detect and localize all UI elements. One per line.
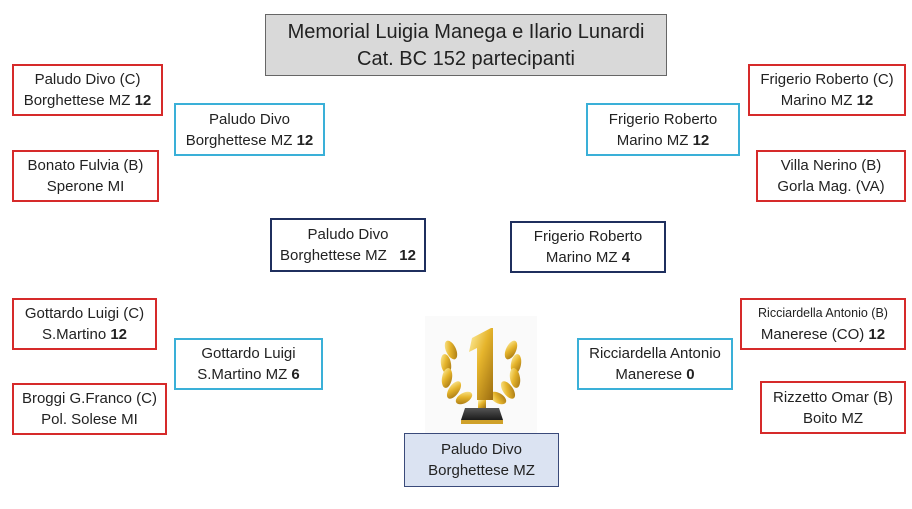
match-card-r2-right-1: Frigerio Roberto Marino MZ 12 xyxy=(586,103,740,156)
match-card-r1-right-4: Rizzetto Omar (B) Boito MZ xyxy=(760,381,906,434)
player-club: Borghettese MZ xyxy=(23,92,131,109)
winner-name: Paludo Divo xyxy=(441,441,522,458)
match-card-r2-right-2: Ricciardella Antonio Manerese 0 xyxy=(577,338,733,390)
match-card-r1-left-4: Broggi G.Franco (C) Pol. Solese MI xyxy=(12,383,167,435)
player-club: Borghettese MZ xyxy=(185,131,293,149)
player-club: Boito MZ xyxy=(802,409,863,427)
player-score: 0 xyxy=(686,366,695,383)
player-name: Paludo Divo xyxy=(307,226,389,243)
player-club-line: Manerese (CO) 12 xyxy=(742,324,904,345)
player-score: 6 xyxy=(291,366,300,383)
player-club-line: S.Martino MZ 6 xyxy=(176,364,321,385)
trophy-image xyxy=(425,316,537,434)
player-name: Frigerio Roberto xyxy=(533,228,643,245)
player-club-line: Borghettese MZ 12 xyxy=(272,245,424,266)
player-club: Manerese xyxy=(615,366,687,383)
player-name: Paludo Divo (C) xyxy=(34,71,141,88)
player-club-line: Manerese 0 xyxy=(579,364,731,385)
match-card-r1-left-1: Paludo Divo (C) Borghettese MZ 12 xyxy=(12,64,163,116)
player-club: Marino MZ xyxy=(616,131,689,149)
match-card-r1-left-3: Gottardo Luigi (C) S.Martino 12 xyxy=(12,298,157,350)
player-club-line: Marino MZ 12 xyxy=(750,90,904,111)
player-club: Borghettese MZ xyxy=(280,247,387,264)
match-card-r1-right-3: Ricciardella Antonio (B) Manerese (CO) 1… xyxy=(740,298,906,350)
player-club-line: Borghettese MZ 12 xyxy=(176,130,323,151)
player-club-line: Marino MZ 4 xyxy=(512,247,664,268)
tournament-title: Memorial Luigia Manega e Ilario Lunardi … xyxy=(265,14,667,76)
player-score: 12 xyxy=(692,131,710,149)
player-club: Gorla Mag. (VA) xyxy=(777,178,885,195)
player-score: 12 xyxy=(399,247,416,264)
winner-card: Paludo Divo Borghettese MZ xyxy=(404,433,559,487)
player-club: Manerese (CO) xyxy=(760,326,865,343)
match-card-r1-right-2: Villa Nerino (B) Gorla Mag. (VA) xyxy=(756,150,906,202)
match-card-r1-left-2: Bonato Fulvia (B) Sperone MI xyxy=(12,150,159,202)
player-club: S.Martino xyxy=(41,326,107,343)
player-club: S.Martino MZ xyxy=(197,366,288,383)
final-card-right: Frigerio Roberto Marino MZ 4 xyxy=(510,221,666,273)
player-name: Ricciardella Antonio (B) xyxy=(758,306,888,320)
player-name: Bonato Fulvia (B) xyxy=(27,157,144,174)
player-club: Pol. Solese MI xyxy=(41,411,138,428)
player-club: Marino MZ xyxy=(545,249,618,266)
player-name: Frigerio Roberto xyxy=(608,110,718,128)
title-line-2: Cat. BC 152 partecipanti xyxy=(357,48,575,70)
player-name: Gottardo Luigi (C) xyxy=(24,305,145,322)
player-name: Broggi G.Franco (C) xyxy=(21,390,158,407)
player-name: Gottardo Luigi xyxy=(201,345,296,362)
player-score: 12 xyxy=(134,92,152,109)
player-score: 12 xyxy=(110,326,128,343)
match-card-r1-right-1: Frigerio Roberto (C) Marino MZ 12 xyxy=(748,64,906,116)
player-name: Rizzetto Omar (B) xyxy=(772,388,893,406)
player-club-line: Borghettese MZ 12 xyxy=(14,90,161,111)
winner-club: Borghettese MZ xyxy=(428,462,535,479)
player-club-line: Marino MZ 12 xyxy=(588,130,738,151)
player-club: Marino MZ xyxy=(780,92,853,109)
player-name: Frigerio Roberto (C) xyxy=(760,71,894,88)
title-line-1: Memorial Luigia Manega e Ilario Lunardi xyxy=(287,21,645,43)
match-card-r2-left-1: Paludo Divo Borghettese MZ 12 xyxy=(174,103,325,156)
player-score: 12 xyxy=(868,326,886,343)
player-name: Ricciardella Antonio xyxy=(589,345,721,362)
final-card-left: Paludo Divo Borghettese MZ 12 xyxy=(270,218,426,272)
player-name: Paludo Divo xyxy=(209,110,290,128)
match-card-r2-left-2: Gottardo Luigi S.Martino MZ 6 xyxy=(174,338,323,390)
player-score: 12 xyxy=(856,92,874,109)
player-club-line: S.Martino 12 xyxy=(14,324,155,345)
player-score: 4 xyxy=(621,249,631,266)
player-club: Sperone MI xyxy=(46,178,125,195)
player-name: Villa Nerino (B) xyxy=(780,157,882,174)
trophy-icon xyxy=(440,328,522,424)
player-score: 12 xyxy=(296,131,314,149)
